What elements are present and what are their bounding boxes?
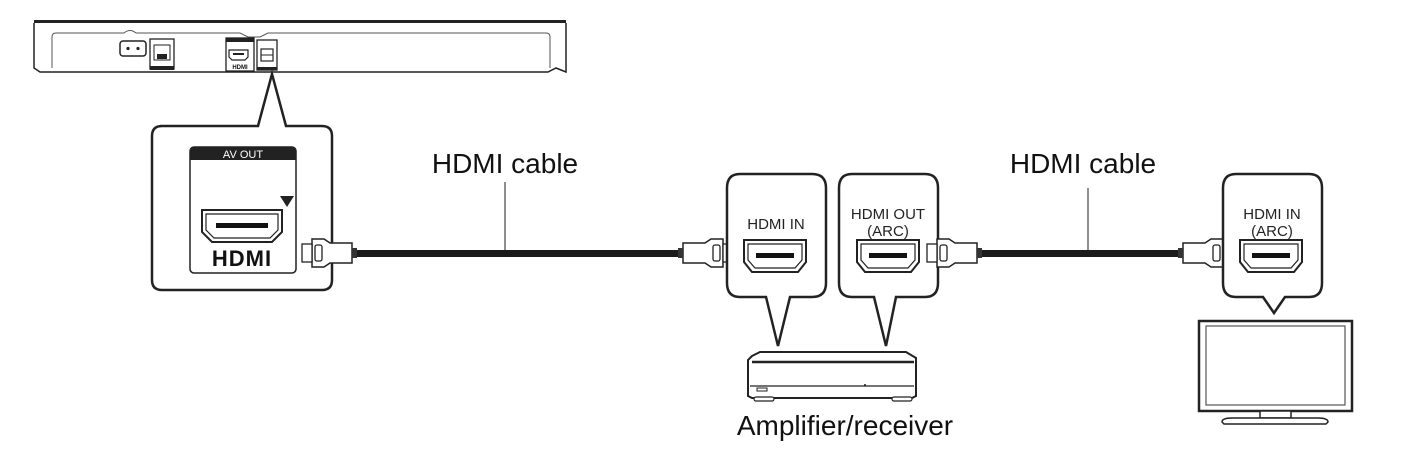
hdmi-cable-2: HDMI cable [926,148,1234,268]
amp-port-label-hdmi-out: HDMI OUT [851,206,925,223]
amplifier-icon [747,351,917,402]
amp-port-label-hdmi-in: HDMI IN [747,216,805,233]
usb-port-icon [256,39,278,71]
player-rear-panel: HDMI [33,20,567,74]
amp-hdmi-in-callout: HDMI IN [725,172,828,347]
av-out-label: AV OUT [223,149,263,161]
cable-label-1: HDMI cable [432,148,578,179]
ac-inlet-icon [119,40,147,57]
television-icon [1197,319,1354,425]
tv-port-label-hdmi-in: HDMI IN [1243,206,1301,223]
hdmi-logo: HDMI [212,246,272,271]
av-out-hdmi-port [201,209,283,243]
player-hdmi-callout: AV OUT HDMI [150,69,334,292]
amp-port-label-arc: (ARC) [867,223,909,240]
triangle-marker-icon [280,196,294,207]
tv-port-label-arc: (ARC) [1251,223,1293,240]
amplifier-label: Amplifier/receiver [737,410,953,441]
ethernet-port-icon [149,38,175,70]
hdmi-plug-icon [677,238,734,268]
hdmi-port-icon: HDMI [225,37,255,72]
amp-hdmi-out-callout: HDMI OUT (ARC) [837,172,940,347]
hdmi-cable-1: HDMI cable [301,148,734,268]
svg-text:HDMI: HDMI [232,65,248,71]
tv-hdmi-in-callout: HDMI IN (ARC) [1221,172,1324,316]
cable-label-2: HDMI cable [1010,148,1156,179]
